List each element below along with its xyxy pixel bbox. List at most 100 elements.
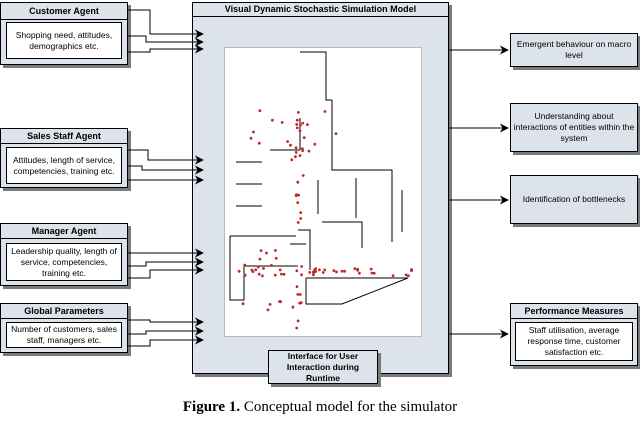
agent-dot [271, 118, 274, 122]
agent-dot [302, 136, 306, 140]
agent-dot [308, 271, 312, 274]
agent-dot [254, 268, 258, 272]
agent-dot [335, 270, 338, 274]
sales-staff-agent-attributes: Attitudes, length of service, competenci… [6, 147, 122, 184]
agent-dot [265, 251, 268, 255]
agent-dot [323, 268, 327, 272]
agent-dot [243, 263, 247, 267]
arrow-manager-2 [128, 257, 204, 267]
agent-dot [323, 110, 327, 113]
output-bottlenecks [510, 175, 638, 224]
user-interface-label: Interface for User Interaction during Ru… [286, 350, 360, 383]
agent-dot [294, 155, 297, 159]
agent-dot [334, 132, 338, 136]
arrow-sales-2 [128, 165, 204, 175]
agent-dot [295, 269, 299, 273]
agent-dot [258, 109, 262, 113]
agent-dot [257, 141, 261, 145]
agent-dot [353, 267, 357, 270]
agent-dot [274, 256, 278, 260]
agent-dot [298, 293, 302, 296]
agent-dot [404, 273, 408, 277]
agent-dot [237, 269, 241, 273]
agent-dot [289, 143, 292, 147]
customer-agent-attributes: Shopping need, attitudes, demographics e… [6, 22, 122, 59]
agent-dot [300, 147, 304, 151]
agent-dot [301, 121, 305, 125]
agent-dot [286, 140, 289, 143]
manager-agent-attributes: Leadership quality, length of service, c… [6, 243, 122, 281]
agent-dot [343, 269, 346, 273]
agent-dot [407, 274, 410, 278]
performance-measures-title: Performance Measures [510, 303, 638, 319]
agent-dot [312, 273, 315, 277]
agent-dot [311, 270, 315, 274]
agent-dot [313, 142, 317, 146]
agent-dot [295, 326, 299, 330]
arrow-global-1 [128, 317, 204, 327]
arrow-customer-1 [128, 9, 204, 39]
simulation-model-title: Visual Dynamic Stochastic Simulation Mod… [192, 2, 449, 17]
agent-dot [307, 149, 311, 153]
agent-dot [296, 319, 300, 323]
agent-dot [252, 130, 255, 134]
agent-dot [299, 211, 303, 215]
agent-dot [296, 180, 300, 184]
agent-dot [321, 271, 325, 274]
agent-dot [318, 268, 321, 272]
agent-dot [332, 269, 336, 272]
user-interface-box[interactable] [268, 350, 378, 384]
agent-dot [268, 303, 272, 306]
agent-dot [257, 272, 261, 276]
agent-dot [295, 123, 299, 126]
agent-dot [306, 123, 309, 126]
agent-dot [261, 274, 264, 278]
agent-dot [391, 274, 395, 278]
agent-dot [274, 249, 277, 252]
arrow-customer-2 [128, 35, 204, 47]
agent-dot [370, 271, 374, 275]
agent-dot [249, 136, 253, 140]
agent-dot [256, 265, 260, 269]
agent-dot [282, 272, 286, 276]
agent-dot [291, 305, 295, 309]
agent-dot [340, 269, 344, 273]
simulation-floor-plan [224, 47, 422, 337]
agent-dot [296, 221, 300, 224]
output-interactions-text: Understanding about interactions of enti… [513, 111, 635, 143]
output-emergent-behaviour [510, 33, 638, 67]
agent-dot [270, 264, 273, 267]
agent-dot [243, 274, 247, 277]
agent-dot [266, 308, 270, 312]
arrow-manager-3 [128, 265, 204, 279]
agent-dot [372, 271, 376, 275]
agent-dot [295, 193, 298, 197]
agent-dot [298, 129, 302, 133]
agent-dot [290, 158, 294, 162]
agent-dot [298, 154, 302, 158]
performance-measures-text: Staff utilisation, average response time… [515, 322, 633, 361]
arrow-global-2 [128, 326, 204, 336]
agent-dot [299, 301, 303, 304]
caption-label: Figure 1. [182, 399, 241, 415]
agent-dot [241, 302, 245, 306]
agent-dot [294, 151, 298, 154]
agent-dot [259, 249, 263, 253]
agent-dot [410, 269, 413, 272]
arrow-sales-1 [128, 149, 204, 165]
agent-dot [262, 267, 265, 270]
global-parameters-title: Global Parameters [0, 303, 128, 319]
agent-dot [314, 267, 317, 271]
agent-dot [300, 273, 303, 277]
output-emergent-behaviour-text: Emergent behaviour on macro level [516, 39, 632, 60]
floor-plan-walls [229, 51, 409, 305]
agent-dot [369, 267, 373, 271]
agent-dot [358, 271, 361, 275]
agent-dot [273, 273, 277, 277]
manager-agent-title: Manager Agent [0, 223, 128, 239]
agent-dot [280, 121, 284, 124]
agent-dot [258, 257, 262, 261]
output-arrows [449, 45, 509, 339]
sales-staff-agent-title: Sales Staff Agent [0, 128, 128, 144]
agent-dot [356, 268, 360, 272]
